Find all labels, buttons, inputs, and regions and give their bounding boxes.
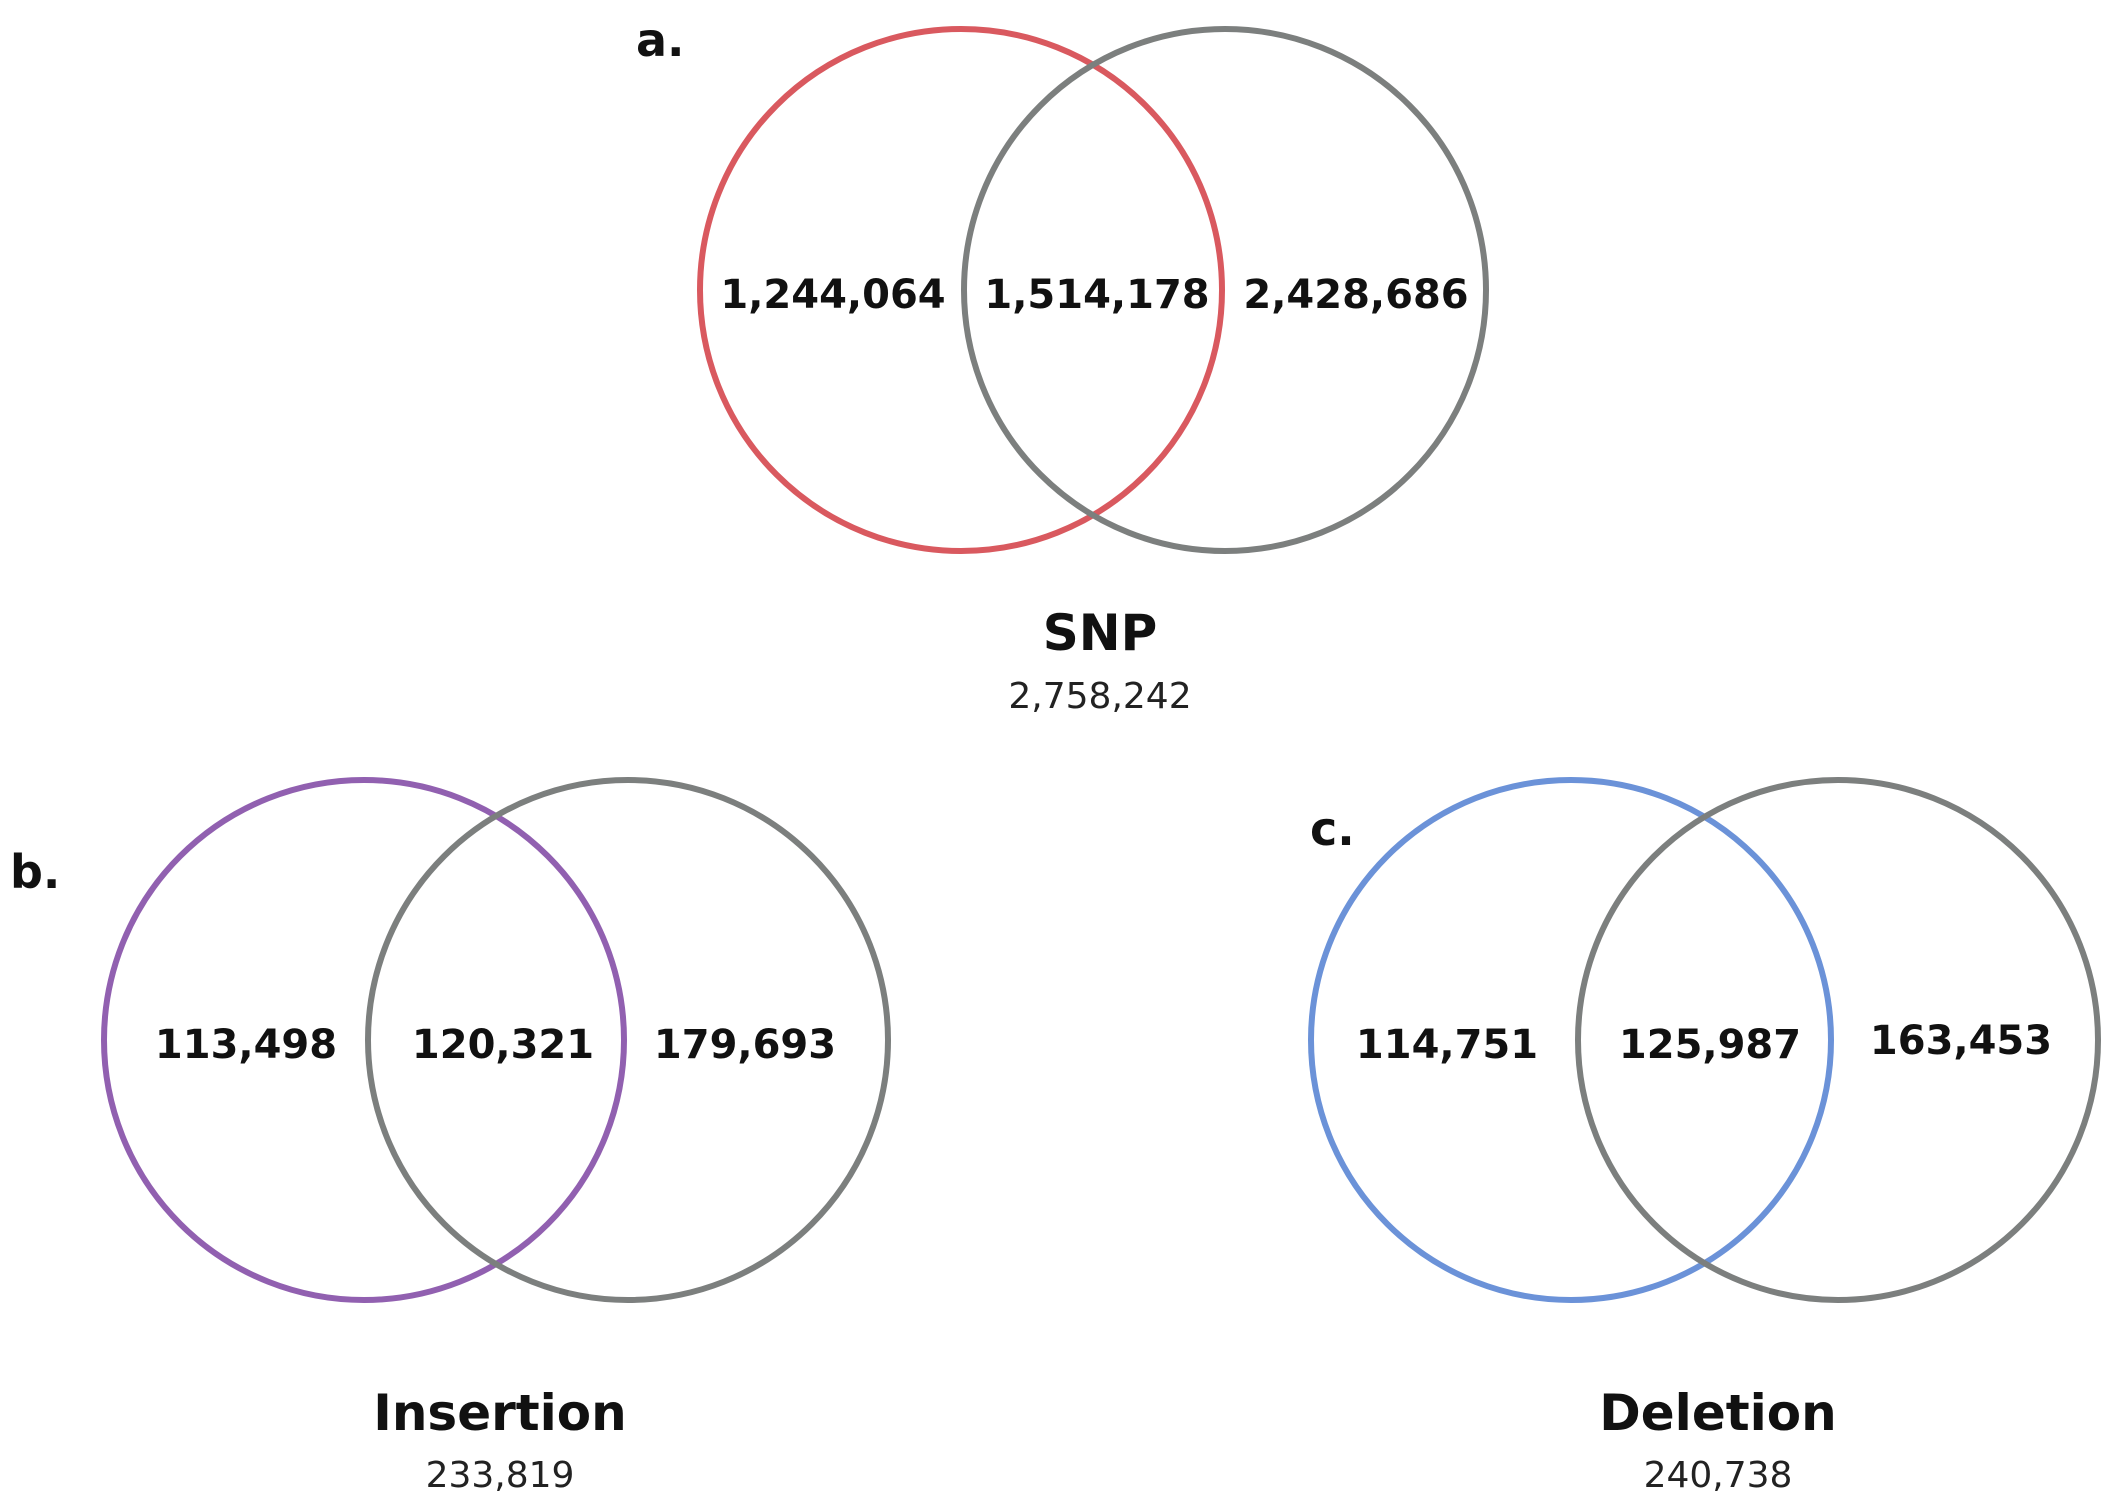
deletion-overlap-count: 125,987 bbox=[1619, 1022, 1801, 1068]
insertion-left-circle bbox=[101, 777, 627, 1303]
snp-title: SNP bbox=[1043, 604, 1158, 662]
insertion-right-count: 179,693 bbox=[654, 1022, 836, 1068]
snp-overlap-count: 1,514,178 bbox=[984, 272, 1209, 318]
deletion-left-count: 114,751 bbox=[1356, 1022, 1538, 1068]
panel-label-a: a. bbox=[636, 13, 685, 67]
insertion-left-count: 113,498 bbox=[155, 1022, 337, 1068]
deletion-right-circle bbox=[1575, 777, 2101, 1303]
venn-panel-c: c. 114,751 125,987 163,453 Deletion 240,… bbox=[1308, 777, 2101, 1496]
insertion-title: Insertion bbox=[373, 1384, 627, 1442]
snp-left-count: 1,244,064 bbox=[720, 272, 945, 318]
deletion-total: 240,738 bbox=[1644, 1455, 1793, 1496]
snp-right-count: 2,428,686 bbox=[1243, 272, 1468, 318]
snp-total: 2,758,242 bbox=[1008, 676, 1191, 717]
deletion-title: Deletion bbox=[1599, 1384, 1836, 1442]
venn-panel-a: a. 1,244,064 1,514,178 2,428,686 SNP 2,7… bbox=[636, 13, 1489, 717]
venn-panel-b: b. 113,498 120,321 179,693 Insertion 233… bbox=[10, 777, 891, 1496]
insertion-total: 233,819 bbox=[426, 1455, 575, 1496]
snp-left-circle bbox=[697, 26, 1225, 554]
panel-label-c: c. bbox=[1310, 802, 1355, 856]
panel-label-b: b. bbox=[10, 845, 60, 899]
insertion-right-circle bbox=[365, 777, 891, 1303]
deletion-right-count: 163,453 bbox=[1870, 1018, 2052, 1064]
deletion-left-circle bbox=[1308, 777, 1834, 1303]
insertion-overlap-count: 120,321 bbox=[412, 1022, 594, 1068]
snp-right-circle bbox=[961, 26, 1489, 554]
